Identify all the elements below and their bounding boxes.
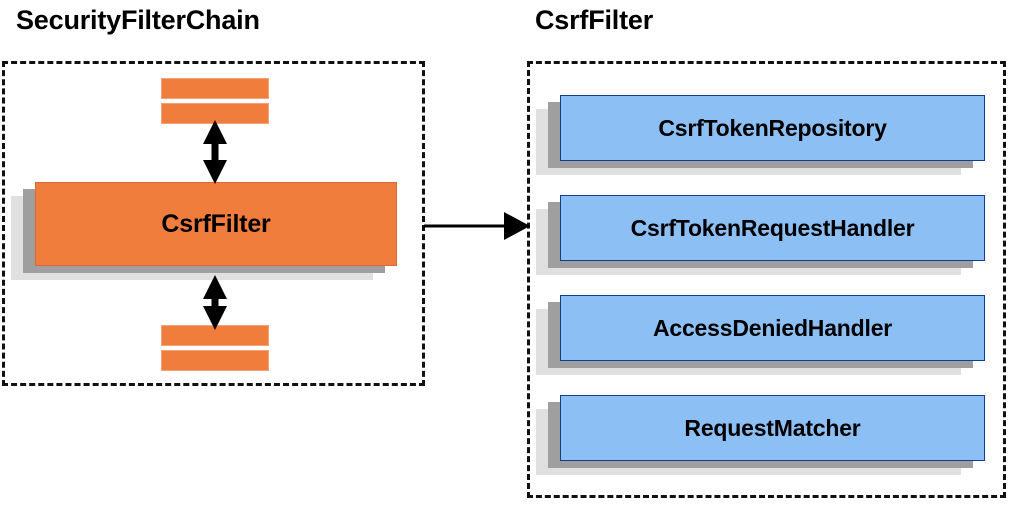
component-requestmatcher-label: RequestMatcher (560, 395, 985, 461)
securityfilterchain-container (2, 61, 425, 386)
single-arrow-icon-cross (424, 212, 530, 240)
component-csrftokenrepository[interactable]: CsrfTokenRepository (536, 95, 985, 175)
page-title-csrffilter: CsrfFilter (535, 5, 654, 35)
component-accessdeniedhandler[interactable]: AccessDeniedHandler (536, 295, 985, 375)
filter-bar-top-2 (161, 103, 269, 124)
filter-bar-bottom-1 (161, 325, 269, 346)
filter-bar-bottom-2 (161, 350, 269, 371)
component-accessdeniedhandler-label: AccessDeniedHandler (560, 295, 985, 361)
component-csrftokenrepository-label: CsrfTokenRepository (560, 95, 985, 161)
component-requestmatcher[interactable]: RequestMatcher (536, 395, 985, 475)
component-csrffilter[interactable]: CsrfFilter (11, 182, 397, 280)
component-csrftokenrequesthandler[interactable]: CsrfTokenRequestHandler (536, 195, 985, 275)
csrffilter-container (527, 61, 1006, 498)
component-csrffilter-label: CsrfFilter (35, 182, 397, 266)
component-csrftokenrequesthandler-label: CsrfTokenRequestHandler (560, 195, 985, 261)
page-title-securityfilterchain: SecurityFilterChain (16, 5, 260, 35)
filter-bar-top-1 (161, 78, 269, 99)
